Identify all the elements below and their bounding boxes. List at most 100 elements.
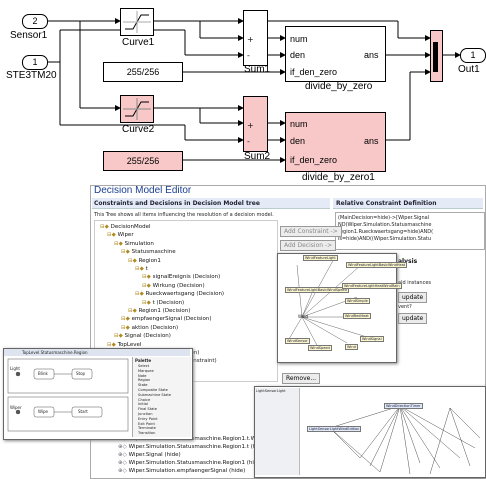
dependency-graph [329, 405, 481, 475]
graph-node[interactable]: WindFeatureLight [303, 255, 338, 261]
editor-title: Decision Model Editor [94, 185, 192, 196]
palette-item[interactable]: Choice [138, 397, 151, 402]
palette-item[interactable]: Final State [138, 407, 157, 412]
bottom-list-item-text: Wiper.Simulation.empfaengerSignal (hide) [128, 468, 246, 474]
tree-node-icon: ⊟◆ [135, 291, 146, 298]
tree-item-label: Wirkung (Decision) [152, 282, 205, 289]
sum1-label: Sum1 [244, 64, 271, 75]
state-machine-title: TopLevel.Statusmaschine.Region [22, 350, 88, 355]
palette-item[interactable]: Marquee [138, 368, 154, 373]
constant2-block[interactable]: 255/256 [103, 151, 183, 171]
tree-node-icon: ⊟◆ [142, 274, 153, 281]
tree-item-label: empfaengerSignal (Decision) [131, 316, 212, 323]
palette-item[interactable]: Junction [138, 412, 153, 416]
dependency-title: LightSensorLight [256, 389, 286, 393]
left-section-header [92, 198, 330, 209]
tree-item[interactable]: ⊟◆ Signal (Decision) [114, 333, 171, 339]
inport-ste3tm20[interactable]: 1 [22, 55, 48, 70]
constant1-block[interactable]: 255/256 [103, 62, 183, 82]
graph-node[interactable]: WindSensor [285, 338, 310, 344]
graph-node[interactable]: WindFeatureLightBasicWindHeat [346, 262, 408, 268]
state-label: Stop [76, 371, 86, 376]
tree-item[interactable]: ⊟◆ Region1 [128, 258, 161, 264]
graph-node[interactable]: WindSimple [345, 298, 370, 304]
tree-item[interactable]: ⊟◆ t [135, 266, 148, 272]
graph-node[interactable]: Wind [345, 344, 358, 350]
tree-item[interactable]: ⊟◆ DecisionModel [100, 224, 151, 230]
outport-out1[interactable]: 1 [460, 48, 486, 63]
update-button-2[interactable]: update [398, 313, 428, 324]
palette-item[interactable]: Terminate [138, 426, 156, 431]
curve2-block[interactable] [120, 95, 154, 123]
tree-item-label: Rueckwaertsgang (Decision) [145, 291, 225, 298]
tree-item[interactable]: ⊟◆ Region1 (Decision) [128, 308, 190, 314]
palette-item[interactable]: Select [138, 364, 150, 368]
tree-node-icon: ⊟◆ [121, 324, 132, 331]
bottom-list-item-text: Wiper.Simulation.Statusmaschine.Region1 … [128, 460, 263, 466]
bottom-list-item[interactable]: ⊕◇ Wiper.Simulation.Statusmaschine.Regio… [118, 460, 263, 466]
palette-item[interactable]: Region [138, 378, 151, 383]
graph-node[interactable]: WindFeatureLightBasicWindSpeed [285, 287, 349, 293]
state-machine-titlebar[interactable] [4, 349, 190, 356]
curve1-block[interactable] [120, 8, 154, 36]
palette-item[interactable]: Composite State [138, 388, 168, 392]
graph-node[interactable]: WindSignal [360, 336, 384, 342]
tree-item[interactable]: ⊟◆ Simulation [114, 241, 154, 247]
graph-node[interactable]: WindFeatureLightHeatWindRain [342, 283, 402, 289]
div1-port-ans: ans [364, 50, 379, 60]
tree-node-icon: ⊟◆ [107, 232, 118, 239]
tree-item[interactable]: ⊟◆ Rueckwaertsgang (Decision) [135, 291, 224, 297]
palette-item[interactable]: State [138, 383, 148, 388]
state-machine-canvas [7, 358, 129, 432]
tree-item[interactable]: ⊟◆ empfaengerSignal (Decision) [121, 316, 212, 322]
tree-item[interactable]: ⊟◆ Statusmaschine [121, 249, 176, 255]
right-section-title: Relative Constraint Definition [336, 200, 437, 207]
tree-item[interactable]: ⊟◆ aktion (Decision) [121, 325, 178, 331]
instances-label: ald instances [398, 280, 432, 286]
constraint-line-1: (MainDecision=hide)->[Wiper.Signal [338, 215, 430, 221]
bottom-list-item[interactable]: ⊕◇ Wiper.Simulation.Statusmaschine.Regio… [118, 444, 267, 450]
tree-node-icon: ⊟◆ [121, 249, 132, 256]
tree-item-label: signalEreignis (Decision) [152, 274, 221, 281]
tree-item-label: Region1 (Decision) [138, 308, 191, 314]
palette-item[interactable]: Exit Point [138, 421, 155, 426]
dependency-node[interactable]: LightSensorLightWindEdition [307, 426, 362, 432]
bottom-list-item-text: Wiper.Simulation.Statusmaschine.Region1.… [128, 444, 267, 450]
tree-item[interactable]: ⊟◆ signalEreignis (Decision) [142, 274, 220, 280]
update-button-1[interactable]: update [398, 292, 428, 303]
constraint-textbox[interactable] [335, 212, 485, 250]
dependency-node[interactable]: WindDirectionTimer [384, 403, 423, 409]
add-constraint-button[interactable]: Add Constraint -> [280, 226, 342, 237]
palette-item[interactable]: Initial [138, 402, 148, 407]
add-decision-button[interactable]: Add Decision -> [280, 240, 337, 251]
tree-item-label: t [145, 266, 148, 272]
tree-item[interactable]: ⊟◆ Wiper [107, 232, 134, 238]
tree-item[interactable]: ⊟◆ t (Decision) [142, 300, 184, 306]
remove-button[interactable]: Remove... [282, 373, 321, 384]
palette-item[interactable]: Transition [138, 431, 156, 436]
bottom-list-item[interactable]: ⊕◇ Wiper.Simulation.empfaengerSignal (hi… [118, 468, 245, 474]
curve1-label: Curve1 [122, 37, 155, 48]
palette-item[interactable]: Entry Point [138, 416, 158, 421]
sum2-block[interactable]: + - [243, 96, 268, 152]
palette-item[interactable]: Submachine State [138, 392, 171, 397]
item-icon: ⊕◇ [118, 444, 129, 450]
bottom-list-panel [110, 433, 250, 475]
div2-port-ans: ans [364, 136, 379, 146]
tree-item[interactable]: ⊟◆ Wirkung (Decision) [142, 283, 205, 289]
inport-sensor1[interactable]: 2 [22, 14, 48, 29]
state-label: Start [78, 409, 88, 414]
sum2-sign-minus: - [247, 137, 250, 146]
divide-by-zero-block[interactable]: num den if_den_zero ans [285, 26, 386, 82]
feature-graph-window[interactable] [277, 253, 397, 363]
outport-out1-label: Out1 [458, 64, 480, 75]
div2-port-den: den [290, 136, 306, 146]
graph-node[interactable]: WindSpeed [308, 345, 332, 351]
tree-item[interactable]: ⊟◆ TopLevel [107, 342, 141, 348]
graph-node[interactable]: WindRedHeat [343, 313, 371, 319]
sum1-block[interactable]: + - [243, 10, 268, 66]
bottom-list-item[interactable]: ⊕◇ Wiper.Signal (hide) [118, 452, 181, 458]
palette-item[interactable]: Note [138, 373, 147, 378]
divide-by-zero1-block[interactable]: num den if_den_zero ans [285, 112, 386, 172]
tree-item-label: aktion (Decision) [131, 324, 179, 331]
